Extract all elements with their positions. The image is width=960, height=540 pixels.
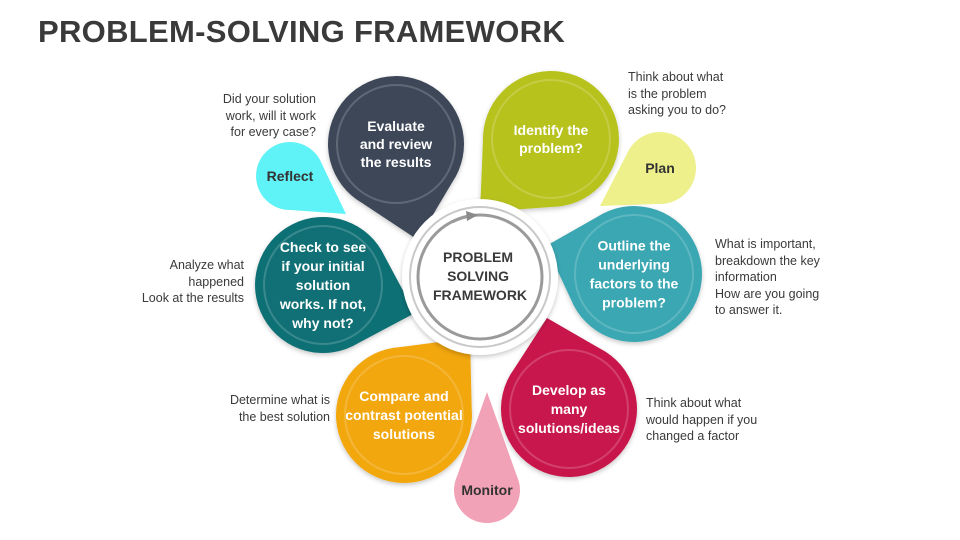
petal-identify: Identify the problem? (480, 71, 619, 212)
center-line-1: PROBLEM (443, 249, 513, 265)
petal-develop-line: many (551, 401, 588, 417)
petal-evaluate-line: the results (361, 154, 432, 170)
petal-check-label: Check to see if your initial solution works… (279, 239, 367, 331)
bubble-reflect: Reflect (256, 142, 346, 214)
petal-check-line: Check to see (280, 239, 367, 255)
bubble-monitor: Monitor (454, 392, 521, 524)
petal-outline: Outline the underlying factors to the probl… (546, 206, 702, 343)
petal-outline-label: Outline the underlying factors to the probl… (590, 238, 679, 311)
petal-outline-line: factors to the (590, 276, 679, 292)
petal-compare-line: Compare and (359, 388, 448, 404)
page-title: PROBLEM-SOLVING FRAMEWORK (38, 14, 566, 49)
petal-identify-line: problem? (519, 140, 583, 156)
petal-outline-line: problem? (602, 295, 666, 311)
petal-identify-label: Identify the problem? (514, 122, 589, 156)
petal-outline-line: underlying (598, 257, 670, 273)
petal-evaluate-line: Evaluate (367, 118, 425, 134)
center-line-3: FRAMEWORK (433, 287, 527, 303)
center-line-2: SOLVING (447, 268, 509, 284)
petal-check-line: works. If not, (279, 296, 366, 312)
petal-outline-line: Outline the (597, 238, 670, 254)
bubble-monitor-label: Monitor (461, 482, 513, 498)
cycle-arrow-icon (466, 211, 478, 221)
petal-evaluate: Evaluate and review the results (328, 76, 465, 240)
petal-develop: Develop as many solutions/ideas (500, 318, 637, 478)
petal-check-line: if your initial (281, 258, 364, 274)
bubble-plan-label: Plan (645, 160, 675, 176)
petal-evaluate-label: Evaluate and review the results (360, 118, 432, 170)
petal-develop-line: solutions/ideas (518, 420, 620, 436)
petal-compare: Compare and contrast potential solutions (335, 338, 472, 483)
petal-check-line: why not? (291, 315, 353, 331)
svg-text:PROBLEM SOLVING FR: PROBLEM SOLVING FRAMEWORK (433, 249, 527, 303)
petal-check-line: solution (296, 277, 350, 293)
petal-check: Check to see if your initial solution works… (255, 217, 415, 354)
petal-develop-line: Develop as (532, 382, 606, 398)
petal-evaluate-line: and review (360, 136, 432, 152)
petal-compare-label: Compare and contrast potential solutions (345, 388, 462, 442)
petal-compare-line: solutions (373, 426, 435, 442)
petal-compare-line: contrast potential (345, 407, 462, 423)
petal-develop-label: Develop as many solutions/ideas (518, 382, 620, 436)
petal-identify-line: Identify the (514, 122, 589, 138)
center-hub: PROBLEM SOLVING FRAMEWORK (402, 199, 558, 355)
bubble-plan: Plan (600, 132, 696, 206)
bubble-reflect-label: Reflect (267, 168, 314, 184)
